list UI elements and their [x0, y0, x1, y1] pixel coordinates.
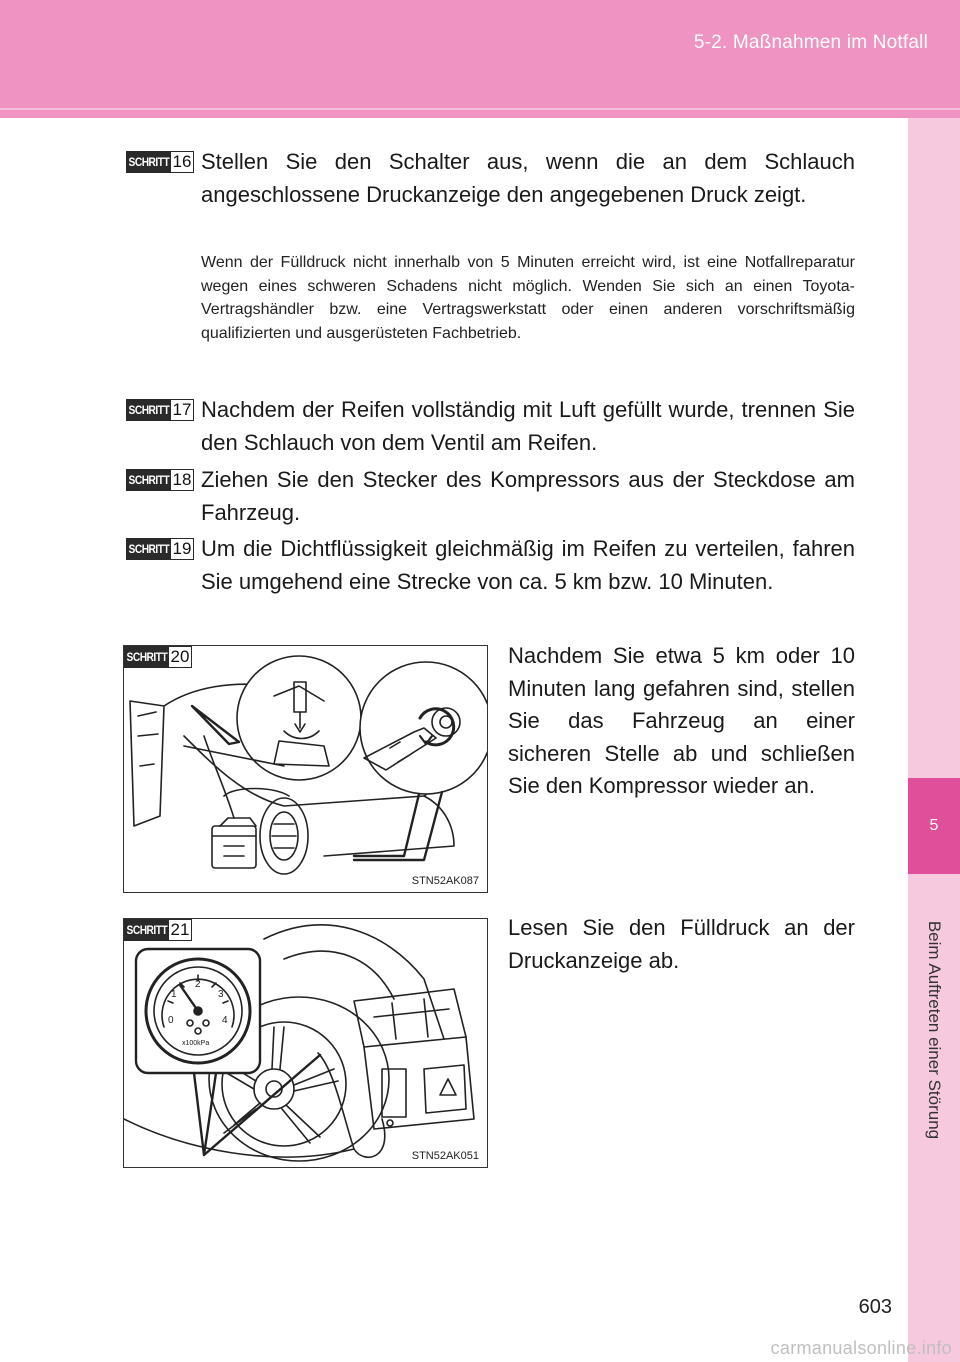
- step-badge-16: SCHRITT 16: [126, 151, 194, 173]
- gauge-tire-illustration: 0 1 2 3 4 x100kPa: [124, 924, 475, 1162]
- gauge-unit: x100kPa: [182, 1040, 209, 1047]
- step-badge-word: SCHRITT: [126, 399, 171, 421]
- gauge-tick-labels: 0 1 2 3 4 x100kPa: [168, 979, 228, 1047]
- chapter-tab-number[interactable]: 5: [908, 778, 960, 874]
- gauge-tick-2: 2: [195, 979, 201, 990]
- step-badge-number: 16: [170, 151, 194, 173]
- figure-code: STN52AK087: [411, 875, 479, 887]
- header-divider: [0, 108, 960, 110]
- step-badge-number: 20: [168, 646, 192, 668]
- step-badge-word: SCHRITT: [126, 151, 171, 173]
- step-badge-17: SCHRITT 17: [126, 399, 194, 421]
- gauge-tick-0: 0: [168, 1015, 174, 1026]
- step-badge-19: SCHRITT 19: [126, 538, 194, 560]
- step-badge-word: SCHRITT: [126, 469, 171, 491]
- step-badge-21: SCHRITT 21: [124, 919, 192, 941]
- page-number: 603: [858, 1296, 892, 1318]
- gauge-tick-3: 3: [218, 989, 224, 1000]
- step-badge-number: 18: [170, 469, 194, 491]
- figure-step-21: 0 1 2 3 4 x100kPa SCHRITT 21 STN52AK051: [123, 918, 488, 1168]
- step-20-text: Nachdem Sie etwa 5 km oder 10 Minuten la…: [508, 643, 855, 798]
- step-badge-number: 17: [170, 399, 194, 421]
- chapter-sidebar: [908, 118, 960, 1362]
- section-title: 5-2. Maßnahmen im Notfall: [693, 32, 928, 53]
- step-16-note: Wenn der Fülldruck nicht innerhalb von 5…: [201, 254, 855, 342]
- step-badge-word: SCHRITT: [126, 538, 171, 560]
- step-badge-number: 19: [170, 538, 194, 560]
- step-16-text: Stellen Sie den Schalter aus, wenn die a…: [201, 149, 855, 207]
- step-17-text: Nachdem der Reifen vollständig mit Luft …: [201, 397, 855, 455]
- gauge-tick-1: 1: [171, 989, 177, 1000]
- step-badge-word: SCHRITT: [124, 919, 169, 941]
- step-badge-word: SCHRITT: [124, 646, 169, 668]
- step-badge-20: SCHRITT 20: [124, 646, 192, 668]
- step-18-text: Ziehen Sie den Stecker des Kompressors a…: [201, 467, 855, 525]
- step-badge-number: 21: [168, 919, 192, 941]
- watermark[interactable]: carmanualsonline.info: [770, 1338, 952, 1358]
- car-compressor-illustration: [129, 655, 487, 875]
- figure-step-20: SCHRITT 20 STN52AK087: [123, 645, 488, 893]
- step-badge-18: SCHRITT 18: [126, 469, 194, 491]
- step-21-text: Lesen Sie den Fülldruck an der Druckanze…: [508, 915, 855, 973]
- figure-code: STN52AK051: [411, 1150, 479, 1162]
- chapter-tab-label: Beim Auftreten einer Störung: [925, 920, 944, 1140]
- page-header: 5-2. Maßnahmen im Notfall: [0, 0, 960, 118]
- gauge-tick-4: 4: [222, 1015, 228, 1026]
- step-19-text: Um die Dichtflüssigkeit gleichmäßig im R…: [201, 536, 855, 594]
